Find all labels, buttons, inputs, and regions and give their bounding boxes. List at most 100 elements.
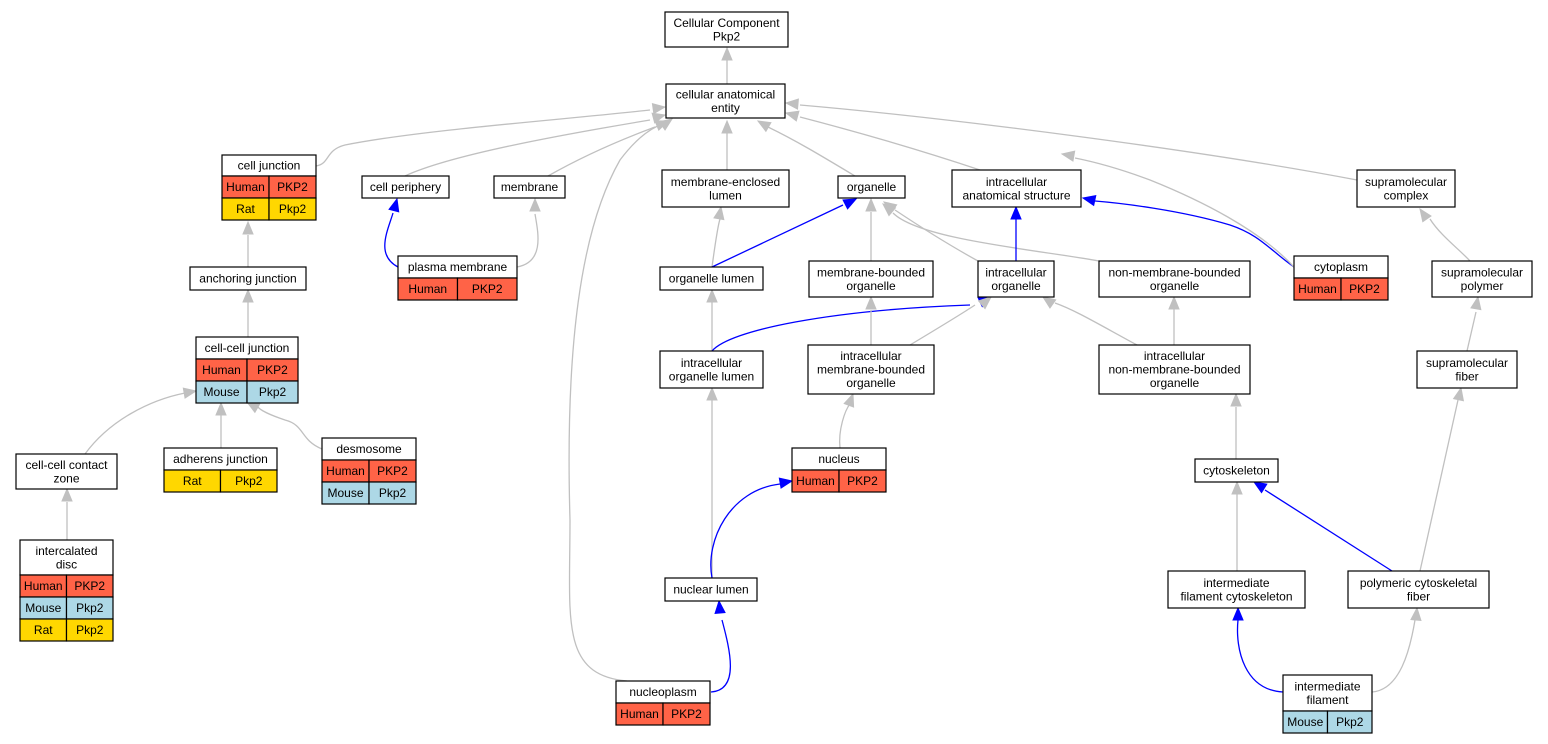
is-a-edge	[61, 487, 73, 540]
node-box	[1347, 570, 1490, 609]
node-box	[1194, 458, 1279, 483]
node-anchoring-junction[interactable]: anchoring junction	[189, 266, 307, 291]
node-label-line: filament	[1306, 693, 1349, 707]
node-label-line: organelle	[991, 279, 1041, 293]
gene-label: PKP2	[671, 707, 702, 721]
node-label-line: intermediate	[1294, 679, 1360, 693]
edge-line	[547, 126, 656, 177]
edge-line	[894, 209, 979, 262]
edge-line	[839, 403, 851, 449]
is-a-edge	[1168, 295, 1180, 345]
node-organelle[interactable]: organelle	[837, 175, 906, 199]
node-label-line: supramolecular	[1441, 265, 1523, 279]
edges-layer	[61, 46, 1482, 693]
gene-label: Pkp2	[279, 202, 307, 216]
node-box	[189, 266, 307, 291]
node-box	[808, 260, 934, 298]
species-label: Human	[796, 474, 835, 488]
is-a-edge	[1466, 295, 1482, 352]
species-label: Rat	[183, 474, 202, 488]
arrowhead	[529, 197, 541, 212]
arrowhead	[388, 197, 400, 213]
arrowhead	[865, 197, 877, 212]
node-label-line: Cellular Component	[673, 16, 780, 30]
node-label-line: organelle	[1150, 376, 1200, 390]
node-organelle-lumen[interactable]: organelle lumen	[659, 266, 764, 291]
edge-line	[1236, 619, 1284, 693]
node-label-line: polymeric cytoskeletal	[1360, 576, 1477, 590]
node-membrane[interactable]: membrane	[493, 175, 566, 199]
arrowhead	[182, 387, 198, 399]
node-box	[664, 577, 758, 602]
is-a-edge	[1371, 606, 1422, 693]
arrowhead	[784, 98, 799, 110]
species-label: Human	[326, 464, 365, 478]
species-label: Human	[226, 180, 265, 194]
edge-line	[892, 212, 1100, 262]
node-box	[837, 175, 906, 199]
edge-line	[84, 392, 186, 455]
arrowhead	[1410, 606, 1422, 621]
node-box	[977, 260, 1055, 298]
arrowhead	[882, 203, 897, 217]
gene-label: PKP2	[1349, 282, 1380, 296]
gene-cell	[268, 197, 317, 221]
node-box	[1356, 169, 1456, 208]
arrowhead	[713, 205, 725, 221]
arrowhead	[843, 392, 855, 408]
arrowhead	[714, 599, 726, 614]
node-label-line: intracellular	[985, 265, 1046, 279]
is-a-edge	[865, 197, 877, 261]
node-nuclear-lumen[interactable]: nuclear lumen	[664, 577, 758, 602]
edge-line	[257, 406, 323, 450]
gene-label: Pkp2	[379, 486, 407, 500]
is-a-edge	[839, 392, 855, 449]
node-cytoskeleton[interactable]: cytoskeleton	[1194, 458, 1279, 483]
node-cell-periphery[interactable]: cell periphery	[361, 175, 450, 199]
node-label-line: anatomical structure	[962, 188, 1070, 202]
edge-line	[711, 304, 971, 352]
arrowhead	[1081, 194, 1097, 207]
edge-line	[1094, 200, 1295, 268]
node-label-line: zone	[53, 471, 79, 485]
node-box	[1098, 260, 1251, 298]
edge-line	[799, 116, 981, 171]
part-of-edge	[1232, 606, 1284, 693]
node-label-line: non-membrane-bounded	[1108, 363, 1240, 377]
gene-cell	[368, 481, 417, 505]
node-intracellular-non-membrane-bounded-organelle[interactable]: intracellularnon-membrane-boundedorganel…	[1098, 344, 1251, 395]
part-of-edge	[710, 477, 794, 579]
arrowhead	[1041, 296, 1057, 309]
is-a-edge	[245, 401, 323, 450]
node-label-line: cell-cell contact	[25, 458, 108, 472]
